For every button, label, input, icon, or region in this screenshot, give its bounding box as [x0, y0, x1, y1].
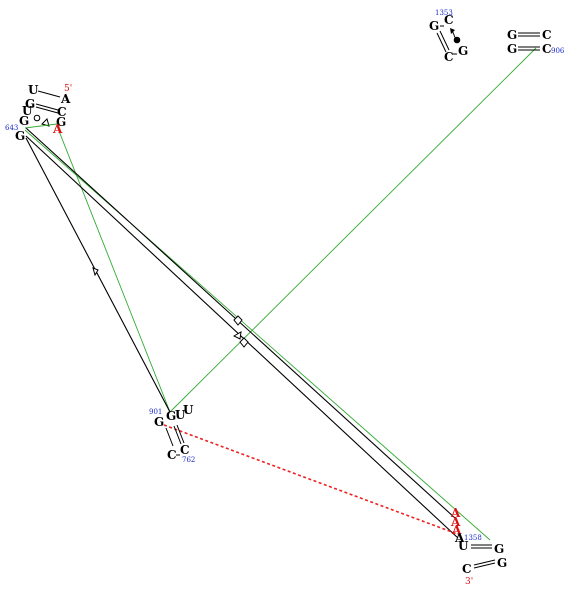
base-pair-line: [35, 103, 59, 111]
nucleotide: U: [183, 403, 194, 417]
nucleotide: C: [57, 105, 67, 119]
nucleotide: C: [167, 448, 177, 462]
top-right-helix: G C G C 906: [507, 28, 565, 56]
middle-helix: 901 G U U G C C 762: [149, 403, 195, 464]
base-pair-line: [439, 30, 450, 51]
nucleotide: G: [497, 556, 507, 570]
nucleotide-index: 1353: [435, 9, 453, 17]
black-interaction-line: [25, 135, 459, 539]
green-interaction-line: [56, 125, 171, 413]
green-interaction-line: [24, 129, 491, 541]
nucleotide-index: 906: [551, 47, 565, 55]
nucleotide: G: [166, 409, 176, 423]
black-interaction-line: [25, 127, 456, 519]
nucleotide: G: [494, 542, 504, 556]
nucleotide-highlighted: A: [450, 506, 461, 520]
nucleotide: G: [154, 415, 164, 429]
nucleotide-index: 643: [5, 124, 18, 132]
nucleotide: C: [444, 13, 454, 27]
green-base-pair-line: [24, 123, 58, 129]
nucleotide: G: [15, 129, 25, 143]
nucleotide: G: [25, 97, 35, 111]
base-pair-line: [173, 425, 182, 445]
red-dashed-interaction-line: [163, 424, 461, 536]
base-pair-line: [176, 424, 185, 444]
nucleotide: G: [19, 114, 29, 128]
triangle-symbol: [92, 267, 99, 277]
nucleotide-index: 762: [182, 456, 195, 464]
nucleotide: U: [458, 539, 469, 553]
five-prime-label: 5': [64, 84, 72, 94]
nucleotide: C: [542, 28, 552, 42]
bottom-right-helix: A A A A 1358 U G C G 3': [450, 506, 507, 587]
base-pair-line: [35, 106, 59, 114]
nucleotide: G: [507, 42, 517, 56]
backbone-line: [37, 90, 61, 98]
nucleotide-highlighted: A: [52, 122, 63, 136]
nucleotide: G: [458, 44, 468, 58]
nucleotide: U: [175, 408, 186, 422]
triangle-symbol: [232, 331, 242, 340]
top-left-helix: U A G C U G G A G 5' 643: [5, 83, 72, 143]
nucleotide: A: [454, 531, 465, 545]
nucleotide-index: 1358: [464, 534, 482, 542]
top-center-helix: 1353 G C C G: [429, 9, 468, 64]
diamond-symbol: [239, 337, 249, 348]
black-interaction-line: [25, 137, 171, 413]
base-pair-line: [473, 562, 496, 569]
nucleotide: C: [180, 443, 190, 457]
base-pair-line: [436, 32, 447, 53]
nucleotide: U: [22, 104, 33, 118]
arrow-head: [450, 28, 455, 34]
nucleotide: U: [28, 83, 39, 97]
base-pair-line: [473, 559, 496, 566]
long-range-interactions: [24, 47, 537, 541]
nucleotide-highlighted: A: [451, 523, 462, 537]
interaction-symbols: [33, 36, 461, 348]
base-pair-line: [165, 427, 174, 447]
nucleotide: C: [462, 562, 472, 576]
nucleotide: C: [444, 50, 454, 64]
nucleotide: G: [56, 115, 66, 129]
nucleotide: A: [60, 92, 71, 106]
nucleotide: G: [507, 28, 517, 42]
nucleotide: C: [542, 42, 552, 56]
three-prime-label: 3': [465, 577, 473, 587]
diamond-symbol: [233, 315, 243, 326]
nucleotide: G: [429, 19, 439, 33]
green-interaction-line: [169, 47, 537, 413]
nucleotide-index: 901: [149, 408, 162, 416]
open-circle-symbol: [33, 114, 41, 122]
nucleotide-highlighted: A: [450, 515, 461, 529]
